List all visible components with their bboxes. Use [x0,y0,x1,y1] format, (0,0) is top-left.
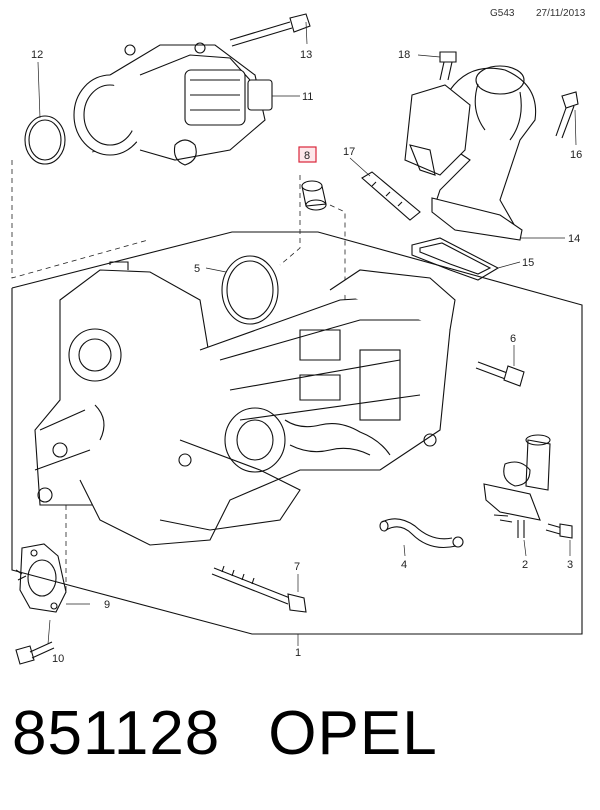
callout-8: 8 [304,150,310,162]
callout-18: 18 [398,49,410,61]
callout-8-highlight-box [298,146,317,163]
callout-6: 6 [510,333,516,345]
clamp-strip-17 [349,157,421,221]
callout-17: 17 [343,146,355,158]
egr-valve-11 [73,42,300,166]
callout-14: 14 [568,233,580,245]
bushing-8 [301,180,327,211]
egr-module-body-1 [34,261,456,546]
exploded-parts-diagram: 1 2 3 4 5 6 7 8 9 10 11 12 13 14 15 16 1… [11,13,583,665]
flange-gasket-9 [15,543,90,613]
callout-16: 16 [570,149,582,161]
callout-3: 3 [567,559,573,571]
callout-9: 9 [104,599,110,611]
assembly-frame [11,231,583,635]
o-ring-12 [24,61,66,165]
callout-15: 15 [522,257,534,269]
callout-7: 7 [294,561,300,573]
callout-2: 2 [522,559,528,571]
long-bolt-7 [211,565,307,613]
bolt-6 [475,345,525,387]
callout-13: 13 [300,49,312,61]
screw-3 [545,523,573,556]
brand-name: OPEL [268,699,438,768]
callout-10: 10 [52,653,64,665]
ring-seal-5 [205,255,279,325]
diagram-date: 27/11/2013 [536,8,586,19]
sensor-bracket-2 [483,434,551,557]
bolt-10 [15,619,55,665]
callout-1: 1 [295,647,301,659]
hose-4 [379,518,464,557]
part-footer: 851128 OPEL [12,698,438,769]
bolt-13 [229,13,311,47]
bolt-16 [555,91,579,146]
bolt-18 [417,51,457,81]
elbow-housing-14 [404,65,565,241]
callout-5: 5 [194,263,200,275]
callout-4: 4 [401,559,407,571]
gasket-15 [411,237,521,281]
part-number: 851128 [12,699,221,768]
callout-12: 12 [31,49,43,61]
diagram-ref-code: G543 [490,8,515,19]
callout-11: 11 [302,91,313,103]
